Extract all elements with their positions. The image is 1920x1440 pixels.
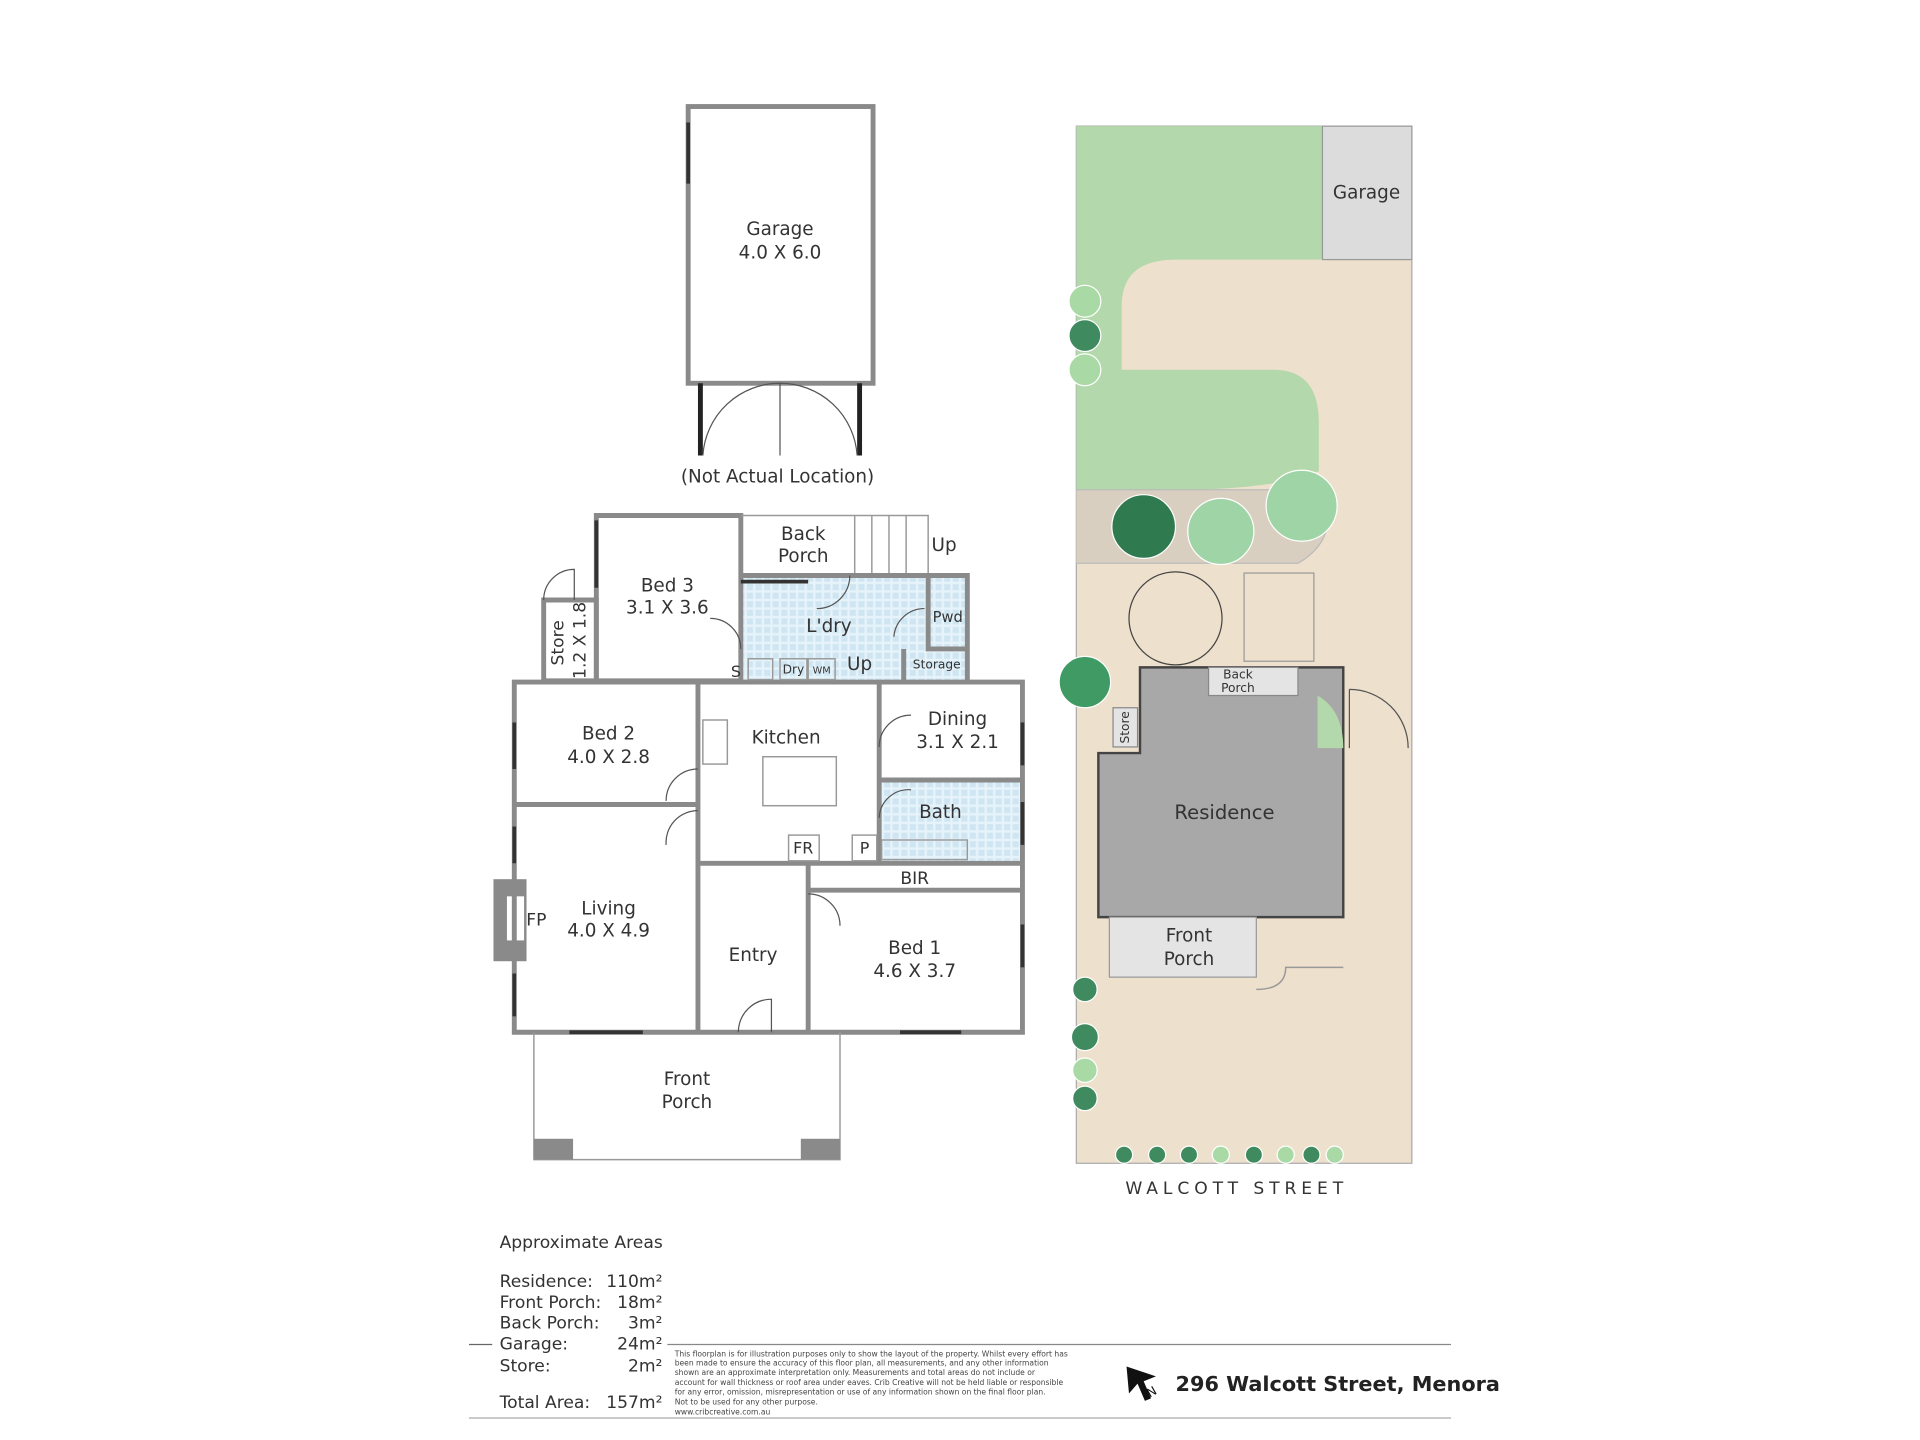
up-label: Up xyxy=(932,535,957,556)
bed3-dims: 3.1 X 3.6 xyxy=(626,597,709,618)
bed1-dims: 4.6 X 3.7 xyxy=(873,961,956,982)
area-label: Residence: xyxy=(500,1272,593,1292)
entry-label: Entry xyxy=(729,945,778,966)
front-porch-label-2: Porch xyxy=(662,1092,713,1113)
disclaimer-line: account for wall thickness or roof area … xyxy=(675,1378,1064,1387)
living-label: Living xyxy=(581,899,636,920)
washing-machine-label: WM xyxy=(813,665,831,676)
bed2-label: Bed 2 xyxy=(582,724,635,745)
disclaimer: This floorplan is for illustration purpo… xyxy=(674,1350,1068,1417)
house-plan: Bed 3 3.1 X 3.6 Store 1.2 X 1.8 Back Por… xyxy=(493,513,1025,1161)
bed3-label: Bed 3 xyxy=(641,575,694,596)
trees xyxy=(1058,284,1344,1164)
front-porch-label-1: Front xyxy=(664,1069,710,1090)
garage-label: Garage xyxy=(746,219,813,240)
living-dims: 4.0 X 4.9 xyxy=(567,921,650,942)
north-arrow-icon: N xyxy=(1126,1366,1159,1401)
site-back-porch-label-2: Porch xyxy=(1221,681,1255,695)
up-label-2: Up xyxy=(847,654,872,675)
area-value: 110m² xyxy=(606,1272,662,1292)
total-area-value: 157m² xyxy=(606,1393,662,1413)
area-label: Store: xyxy=(500,1356,551,1376)
dining-label: Dining xyxy=(928,709,987,730)
street-name: WALCOTT STREET xyxy=(1125,1179,1348,1199)
areas-title: Approximate Areas xyxy=(500,1233,663,1253)
disclaimer-line: Not to be used for any other purpose. xyxy=(675,1397,818,1406)
area-value: 24m² xyxy=(617,1334,662,1354)
store-dims: 1.2 X 1.8 xyxy=(570,602,590,679)
kitchen-label: Kitchen xyxy=(752,727,821,748)
pwd-label: Pwd xyxy=(933,609,963,626)
site-garage-label: Garage xyxy=(1333,182,1400,203)
back-porch-label-1: Back xyxy=(781,524,826,545)
area-value: 18m² xyxy=(617,1293,662,1313)
back-porch-label-2: Porch xyxy=(778,546,829,567)
disclaimer-line: been made to ensure the accuracy of this… xyxy=(675,1358,1049,1367)
storage-label: Storage xyxy=(913,658,961,672)
area-value: 2m² xyxy=(628,1356,662,1376)
disclaimer-line: www.cribcreative.com.au xyxy=(675,1407,771,1416)
areas-table: Approximate Areas Residence: 110m² Front… xyxy=(499,1233,663,1413)
area-label: Front Porch: xyxy=(500,1293,602,1313)
sink-label: S xyxy=(731,662,741,681)
disclaimer-line: shown are an approximate interpretation … xyxy=(675,1368,1036,1377)
bir-label: BIR xyxy=(900,869,929,889)
garage-note: (Not Actual Location) xyxy=(681,466,874,487)
site-back-porch-label-1: Back xyxy=(1223,667,1254,681)
disclaimer-line: This floorplan is for illustration purpo… xyxy=(674,1350,1068,1359)
area-label: Garage: xyxy=(500,1334,568,1354)
pantry-label: P xyxy=(860,838,870,857)
store-label: Store xyxy=(548,620,568,665)
bed1-label: Bed 1 xyxy=(888,938,941,959)
garage-dims: 4.0 X 6.0 xyxy=(739,242,822,263)
dryer-label: Dry xyxy=(783,662,805,676)
site-store-label: Store xyxy=(1118,711,1132,743)
bed2-dims: 4.0 X 2.8 xyxy=(567,747,650,768)
disclaimer-line: for any error, omission, misrepresentati… xyxy=(675,1388,1046,1397)
fridge-label: FR xyxy=(793,838,813,857)
area-value: 3m² xyxy=(628,1314,662,1334)
garage-plan: Garage 4.0 X 6.0 (Not Actual Location) xyxy=(681,104,876,487)
fireplace-label: FP xyxy=(526,911,546,931)
property-address: 296 Walcott Street, Menora xyxy=(1176,1372,1500,1396)
site-front-porch-label-1: Front xyxy=(1166,926,1212,947)
dining-dims: 3.1 X 2.1 xyxy=(916,732,999,753)
laundry-label: L'dry xyxy=(806,616,851,637)
total-area-label: Total Area: xyxy=(499,1393,591,1413)
site-plan: Garage Back Porch Store Residence Front … xyxy=(1058,125,1413,1199)
site-front-porch-label-2: Porch xyxy=(1164,949,1215,970)
residence-label: Residence xyxy=(1174,801,1274,824)
area-label: Back Porch: xyxy=(500,1314,600,1334)
bath-label: Bath xyxy=(919,802,962,823)
